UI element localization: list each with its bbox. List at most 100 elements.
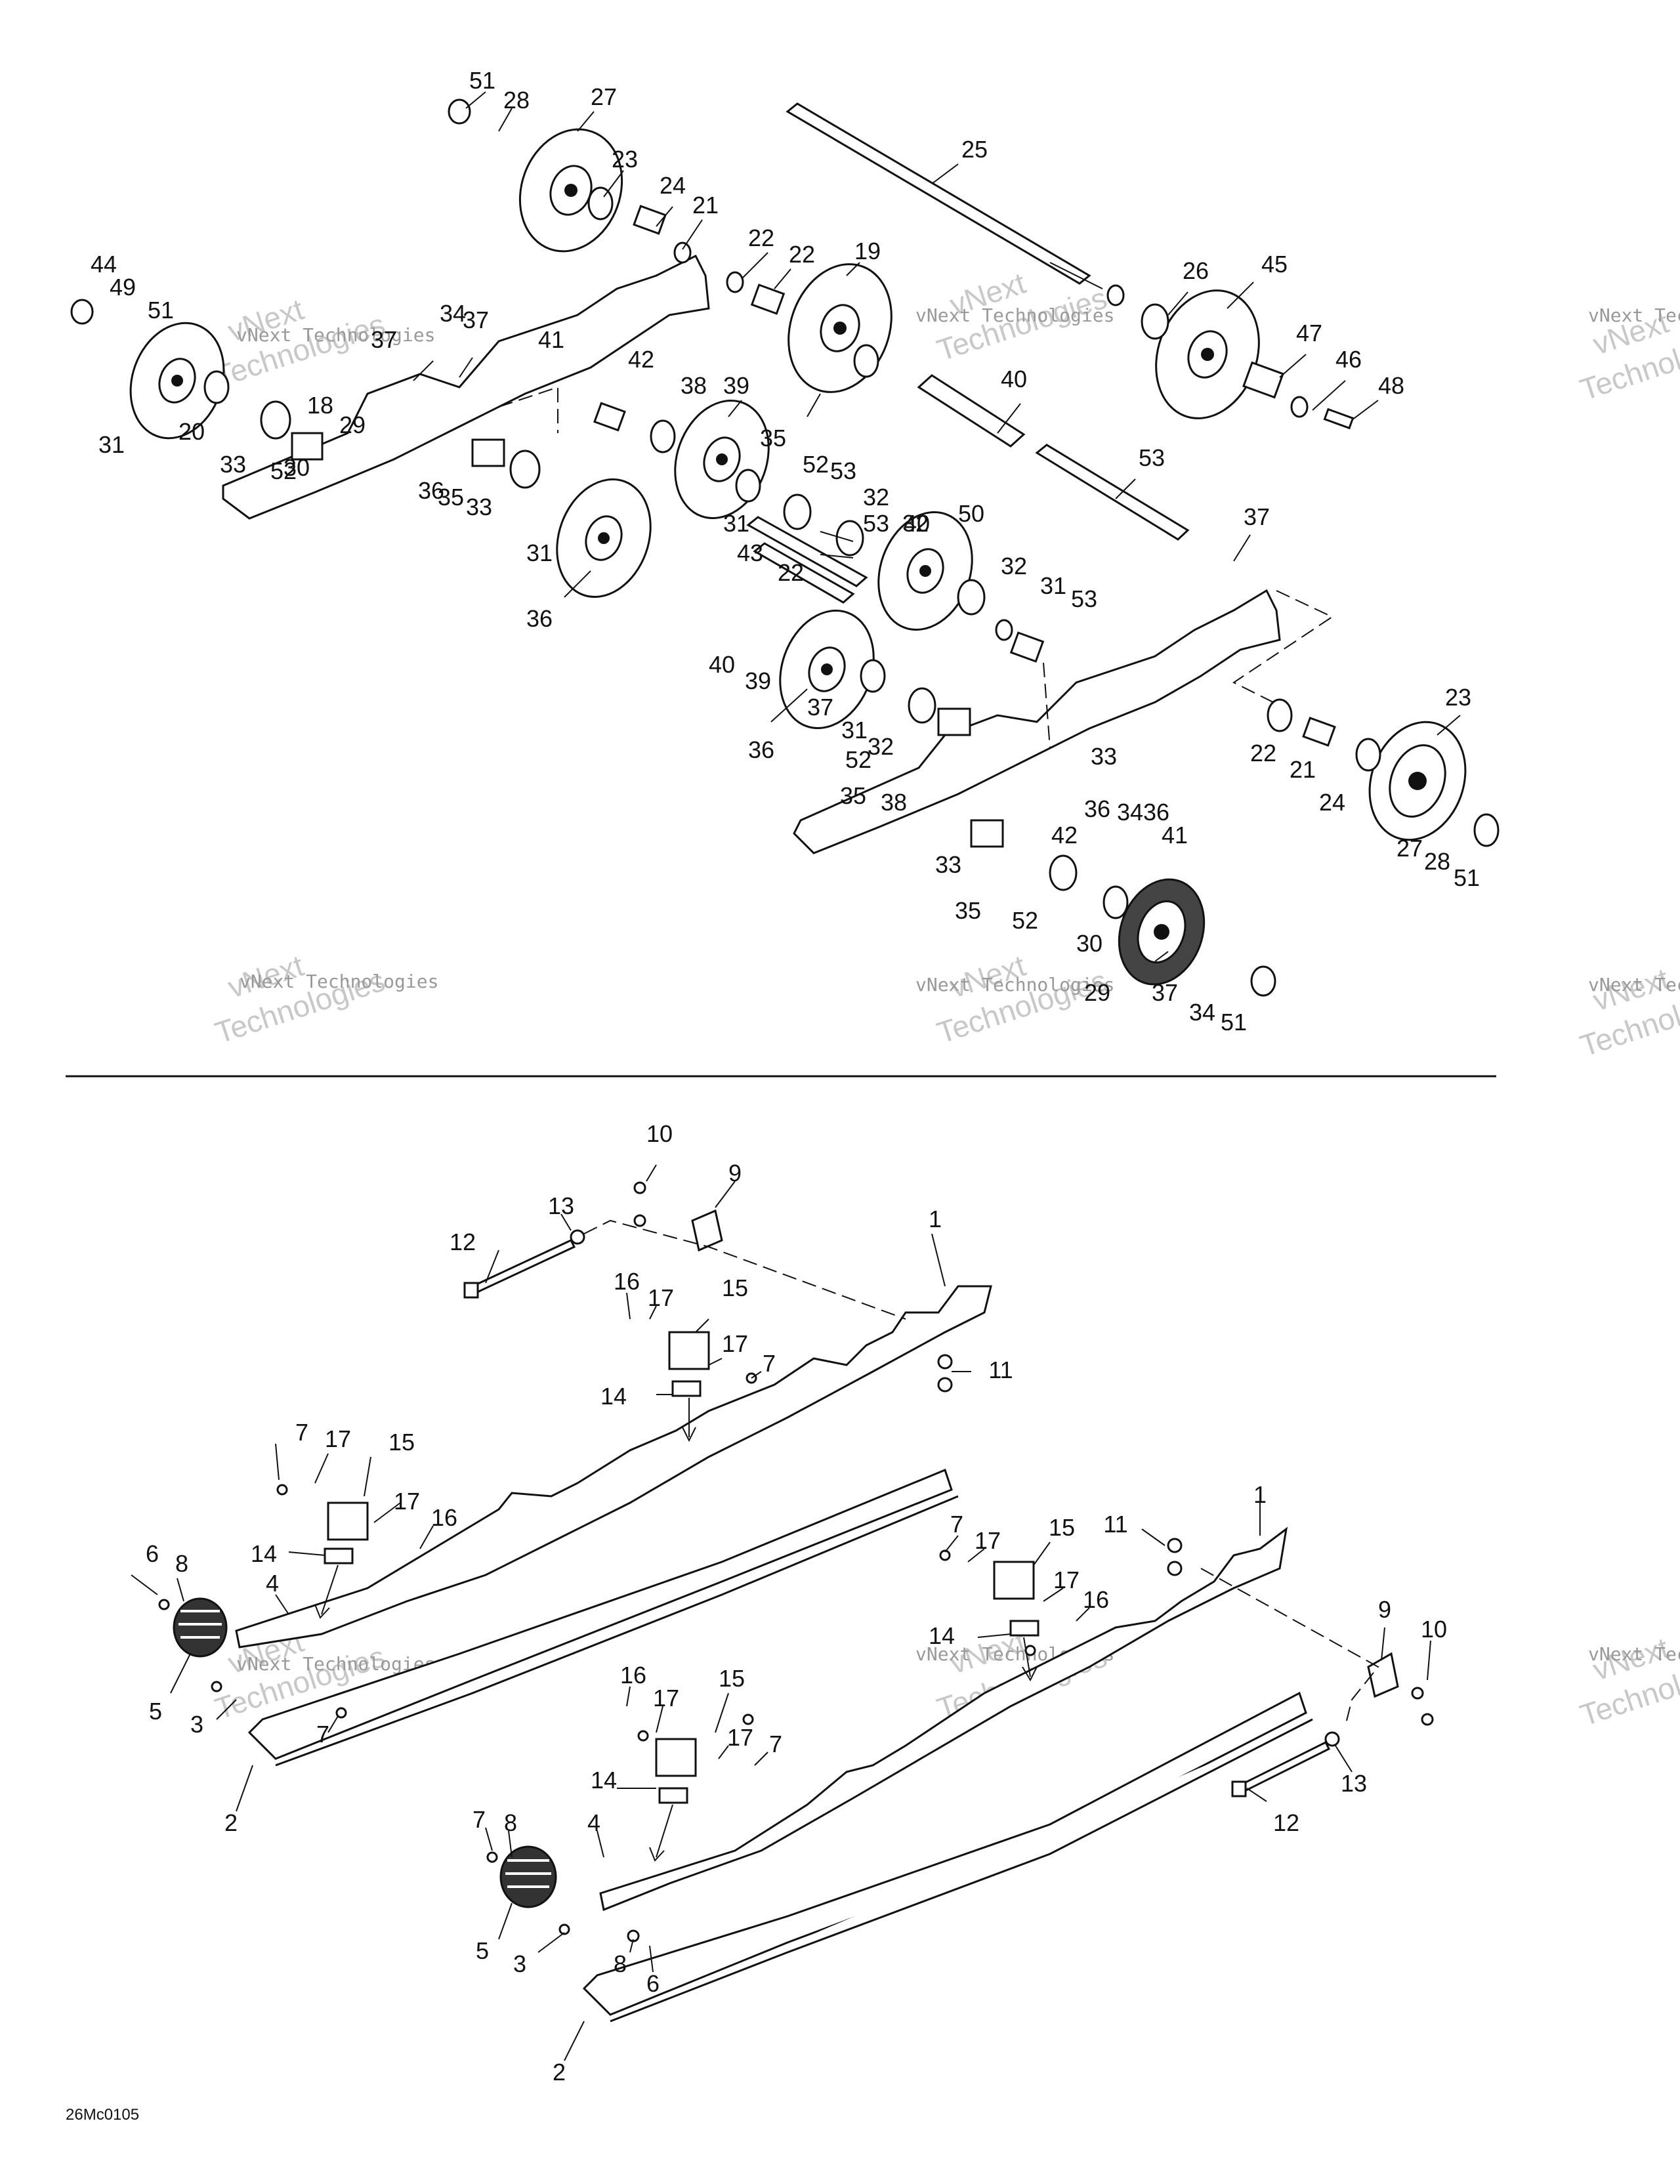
runner-2-upper-rail [275,1495,959,1767]
callout-top-32: 33 [220,451,246,478]
pad-14-c [1009,1620,1040,1637]
callout-top-41: 40 [904,510,930,537]
callout-top-35: 35 [438,484,464,511]
watermark-caption-6: vNext Technologies [1588,974,1680,996]
callout-top-4: 24 [660,172,686,199]
wheel-23-right [1368,721,1467,841]
callout-bottom-18: 6 [146,1540,159,1567]
callout-top-57: 37 [807,694,833,721]
bolt-12-upper [471,1239,576,1294]
axle-end [1049,262,1103,289]
callout-top-6: 22 [748,224,774,251]
callout-top-61: 33 [1091,743,1117,770]
runner-2-lower [582,1691,1307,2016]
stopper-15-d [655,1738,697,1777]
callout-bottom-46: 5 [476,1937,489,1964]
callout-bottom-15: 17 [394,1488,420,1515]
callout-top-29: 18 [307,392,333,419]
callout-top-28: 20 [178,418,205,445]
watermarks: vNext Technologies vNext Technologies vN… [211,266,1680,1732]
callout-top-8: 19 [854,238,881,264]
watermark-caption-4: vNext Technologies [240,971,438,992]
wheel-23-top [518,128,623,253]
callout-bottom-10: 11 [988,1356,1013,1383]
callout-bottom-20: 4 [266,1570,279,1597]
callout-top-19: 37 [463,306,489,333]
callout-top-48: 37 [1244,503,1270,530]
callout-top-46: 50 [958,500,984,527]
callout-bottom-19: 8 [175,1550,188,1577]
callout-bottom-13: 17 [325,1425,351,1452]
callout-top-22: 42 [628,346,654,373]
callout-top-34: 52 [270,457,297,484]
callout-bottom-5: 16 [614,1268,640,1295]
callout-top-52: 31 [1040,572,1066,599]
callout-bottom-24: 2 [224,1809,238,1836]
fasteners-bottom [158,1181,1434,1942]
callout-top-11: 45 [1261,251,1288,278]
stopper-15-b [327,1502,369,1541]
wheel-31-c [877,511,973,631]
callout-bottom-25: 1 [1253,1481,1267,1508]
wheel-31-a [674,399,770,520]
arrow-14-b [314,1564,339,1619]
watermark-caption-9: vNext Technologies [1588,1643,1680,1665]
bolt-12-lower-head [1231,1780,1247,1797]
callout-bottom-35: 16 [620,1662,646,1689]
callout-bottom-4: 1 [929,1206,942,1232]
callout-top-10: 26 [1183,257,1209,284]
callout-top-23: 38 [681,372,707,399]
callout-top-60: 52 [845,746,872,773]
callout-top-5: 21 [692,192,719,219]
frame-1-upper [235,1285,992,1648]
callout-bottom-9: 7 [763,1350,776,1377]
callout-bottom-27: 7 [950,1511,963,1538]
callout-bottom-48: 8 [614,1950,627,1977]
callout-bottom-38: 17 [727,1724,753,1751]
wheel-31-d [779,609,875,730]
bolt-12-upper-head [463,1282,479,1299]
callout-top-31: 30 [284,454,310,481]
leader-lines-top [413,91,1461,962]
callout-top-55: 39 [745,667,771,694]
watermark-6: vNext Technologies [1576,961,1680,1063]
arrow-14-a [682,1398,696,1442]
callout-top-70: 22 [1250,740,1276,766]
callout-top-56: 36 [748,736,774,763]
callout-bottom-8: 17 [722,1330,748,1357]
callout-top-50: 22 [778,559,804,586]
callout-top-53: 53 [1071,585,1097,612]
watermark-caption-7: vNext Technologies [236,1653,435,1675]
callout-top-18: 34 [440,300,466,327]
callout-bottom-32: 14 [929,1622,955,1649]
callout-bottom-23: 7 [316,1721,329,1748]
spacer-tube-20 [917,374,1026,448]
callout-top-59: 32 [868,733,894,760]
callout-top-83: 51 [1221,1009,1247,1036]
callout-top-39: 32 [863,484,889,511]
tube-43 [746,516,868,587]
watermark-caption-5: vNext Technologies [915,974,1114,996]
callout-bottom-30: 17 [1053,1566,1080,1593]
callout-top-49: 36 [526,605,553,632]
shaft-18 [1035,444,1190,541]
callout-top-38: 52 [803,451,829,478]
callout-top-26: 53 [1139,444,1165,471]
callout-bottom-14: 15 [388,1429,415,1456]
rear-axle-45 [786,102,1091,285]
callout-top-77: 35 [955,897,981,924]
dash-left-frame [498,386,558,433]
callout-top-30: 29 [339,411,366,438]
wheel-29-left [129,322,225,440]
callout-bottom-21: 5 [149,1698,162,1725]
callout-top-51: 32 [1001,553,1027,579]
callout-bottom-11: 14 [600,1383,627,1410]
callout-top-36: 33 [466,494,492,520]
wheel-31-b [556,478,652,598]
callout-bottom-44: 8 [504,1809,517,1836]
callout-top-71: 21 [1290,756,1316,783]
callout-top-33: 36 [418,477,444,504]
watermark-caption-3: vNext Technologies [1588,304,1680,326]
